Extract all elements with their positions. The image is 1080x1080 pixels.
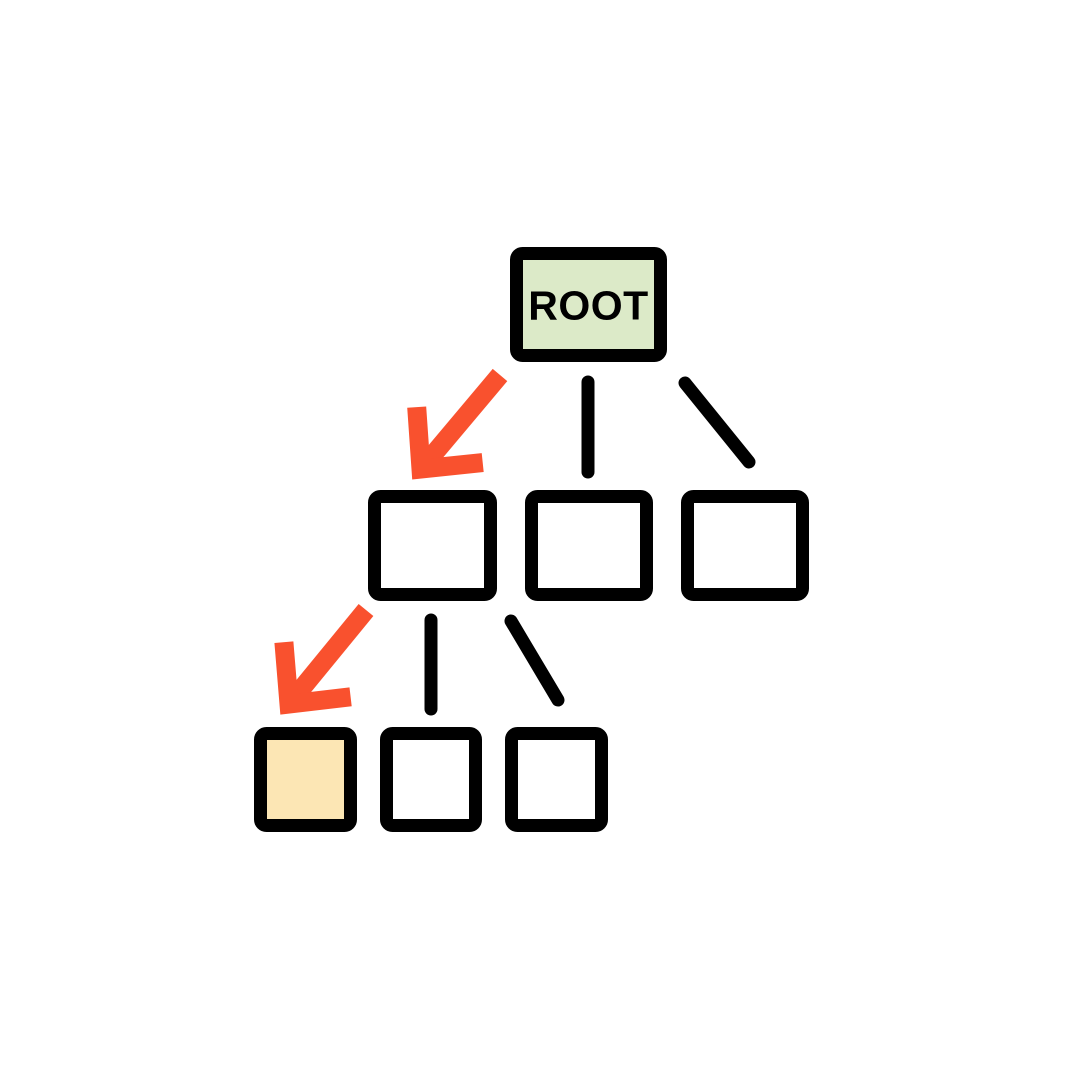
node-box[interactable] <box>368 490 497 601</box>
arrow-head <box>274 641 352 715</box>
edges-layer <box>424 375 756 716</box>
tree-node-n1-1[interactable] <box>525 490 653 601</box>
tree-node-n2-1[interactable] <box>380 727 482 832</box>
node-box[interactable] <box>510 247 667 362</box>
tree-node-n1-2[interactable] <box>681 490 809 601</box>
arrows-layer <box>274 368 508 715</box>
node-box[interactable] <box>380 727 482 832</box>
node-box[interactable] <box>681 490 809 601</box>
nodes-layer: ROOT <box>254 247 809 832</box>
tree-node-n2-2[interactable] <box>505 727 608 832</box>
tree-node-root[interactable]: ROOT <box>510 247 667 362</box>
arrow-shaft <box>281 603 374 711</box>
tree-edge-root-to-n1-2 <box>678 376 756 469</box>
tree-level-2 <box>254 727 608 832</box>
tree-node-n1-0[interactable] <box>368 490 497 601</box>
arrow-shaft <box>413 368 508 476</box>
traversal-arrow-level-1-to-2 <box>274 603 374 715</box>
tree-level-1 <box>368 490 809 601</box>
tree-edge-n1-0-to-n2-2 <box>504 614 565 707</box>
tree-level-0: ROOT <box>510 247 667 362</box>
traversal-arrow-level-0-to-1 <box>407 368 508 480</box>
node-label-root: ROOT <box>528 283 648 329</box>
node-box-highlighted[interactable] <box>254 727 357 832</box>
tree-node-n2-0[interactable] <box>254 727 357 832</box>
node-box[interactable] <box>505 727 608 832</box>
node-box[interactable] <box>525 490 653 601</box>
arrow-head <box>407 406 484 480</box>
